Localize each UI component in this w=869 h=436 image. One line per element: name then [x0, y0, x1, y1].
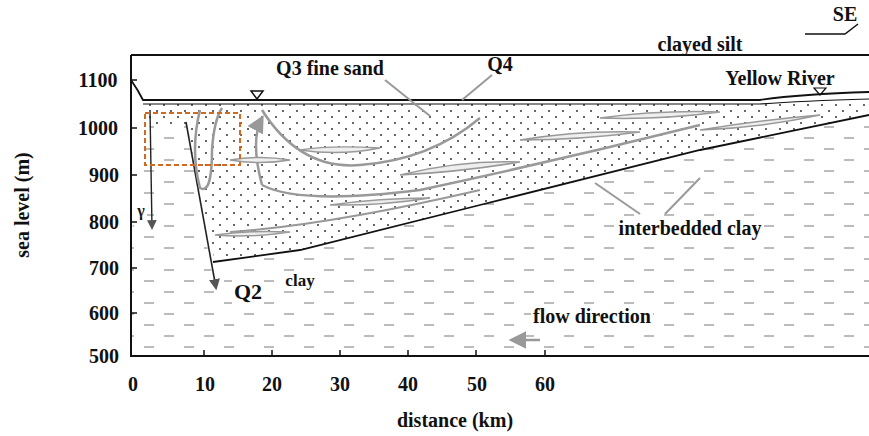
plot-frame: [131, 55, 869, 356]
water-level: [251, 91, 263, 99]
direction-label: SE: [833, 4, 857, 24]
axis-title: distance (km): [397, 410, 513, 430]
arrow-label: flow direction: [531, 305, 653, 327]
flow-path: [256, 118, 262, 185]
tick-label: 600: [89, 303, 119, 323]
layer-label: Q3 fine sand: [276, 58, 384, 78]
river-label: Yellow River: [725, 68, 834, 88]
tick-label: 500: [89, 346, 119, 366]
q2-boundary: [213, 115, 869, 262]
fault-line: [150, 110, 152, 228]
flow-arrow: [512, 339, 540, 342]
layer-label: interbedded clay: [617, 217, 764, 239]
flow-path: [195, 108, 222, 189]
layer-label: Q4: [487, 54, 513, 74]
tick-label: 30: [330, 374, 350, 394]
tick-label: 800: [89, 212, 119, 232]
leader-line: [385, 75, 700, 214]
tick-label: 10: [195, 374, 215, 394]
tick-label: 20: [262, 374, 282, 394]
tick-label: 60: [535, 374, 555, 394]
tick-label: 1000: [78, 118, 118, 138]
direction-mark: [805, 24, 858, 34]
tick-label: 700: [89, 258, 119, 278]
tick-label: 50: [467, 374, 487, 394]
flow-path: [262, 125, 700, 196]
tick-label: 1100: [79, 70, 118, 90]
flow-path: [230, 190, 480, 232]
tick-label: 40: [398, 374, 418, 394]
layer-label: clay: [283, 271, 316, 290]
tick-label: 900: [89, 165, 119, 185]
layer-label: Q2: [232, 280, 264, 304]
axis-tick: [131, 80, 545, 356]
q4-base: [143, 99, 869, 104]
axis-title: sea level (m): [12, 152, 32, 258]
tick-label: 0: [128, 374, 138, 394]
layer-label: clayed silt: [658, 34, 743, 54]
water-level: [814, 88, 826, 95]
study-area-box: [145, 113, 240, 165]
symbol-label: γ: [135, 202, 146, 220]
q3-lens: [262, 110, 480, 165]
sand-layer: [143, 100, 869, 262]
